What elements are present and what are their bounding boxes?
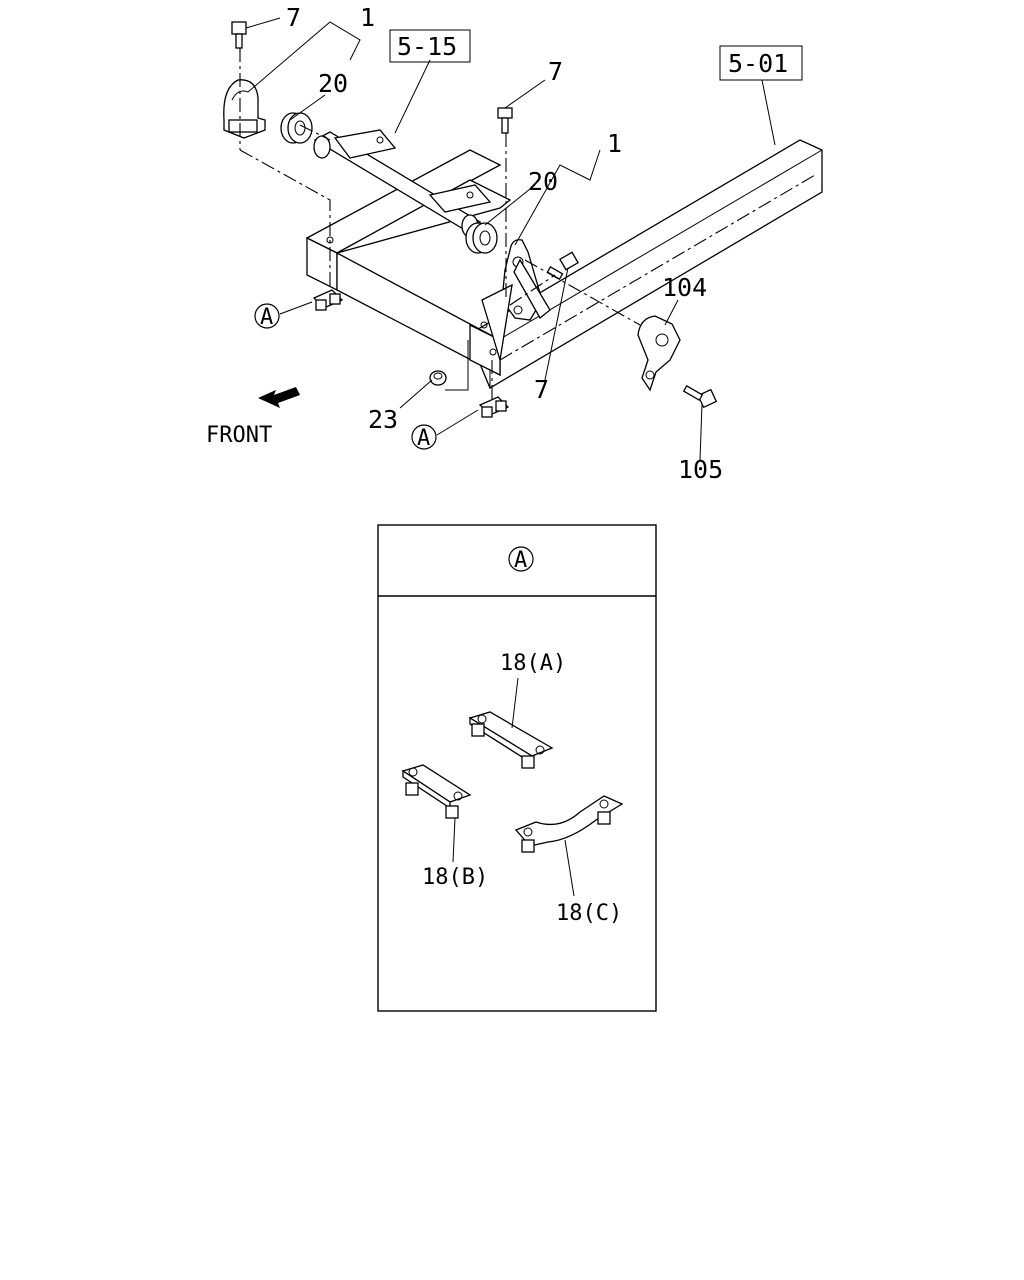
callout-5-01: 5-01 <box>728 49 788 78</box>
detail-header-marker: A <box>514 548 527 573</box>
ref-box-5-01 <box>719 45 803 81</box>
front-label: FRONT <box>206 423 272 448</box>
part-label-18b: 18(B) <box>422 865 488 890</box>
bolt-7-mid <box>497 107 513 134</box>
detail-box: A <box>377 524 657 1012</box>
leader-lines <box>245 17 776 461</box>
detail-marker-left: A <box>260 305 273 330</box>
callout-1-top: 1 <box>360 3 375 32</box>
detail-marker-bottom: A <box>417 426 430 451</box>
callout-20-left: 20 <box>318 69 348 98</box>
plate-left <box>312 289 344 311</box>
bolt-105 <box>682 385 718 409</box>
link-104 <box>637 315 681 392</box>
callout-7-mid: 7 <box>548 57 563 86</box>
bolt-7-top-left <box>231 21 247 49</box>
plate-18b <box>401 764 472 819</box>
part-label-18a: 18(A) <box>500 651 566 676</box>
callout-20-right: 20 <box>528 167 558 196</box>
callout-104: 104 <box>662 273 707 302</box>
bushing-left <box>280 112 313 144</box>
callout-23: 23 <box>368 405 398 434</box>
detail-header-circle <box>508 546 534 572</box>
ref-box-5-15 <box>389 29 471 63</box>
callout-5-15: 5-15 <box>397 32 457 61</box>
callout-7-lower: 7 <box>534 375 549 404</box>
front-arrow-icon <box>258 387 300 408</box>
bracket-right <box>481 239 551 361</box>
detail-marker-circle-bottom <box>411 424 437 450</box>
callout-1-right: 1 <box>607 129 622 158</box>
bushing-right <box>465 222 498 254</box>
plate-bottom <box>478 396 510 418</box>
plate-18c <box>514 795 624 853</box>
callout-7-top-left: 7 <box>286 3 301 32</box>
part-label-18c: 18(C) <box>556 901 622 926</box>
callout-105: 105 <box>678 455 723 484</box>
stabilizer-bar <box>313 129 492 238</box>
detail-marker-circle-left <box>254 303 280 329</box>
bracket-left <box>223 79 266 139</box>
plate-18a <box>468 711 554 769</box>
alignment-lines <box>239 48 641 400</box>
nut-23 <box>429 370 447 386</box>
